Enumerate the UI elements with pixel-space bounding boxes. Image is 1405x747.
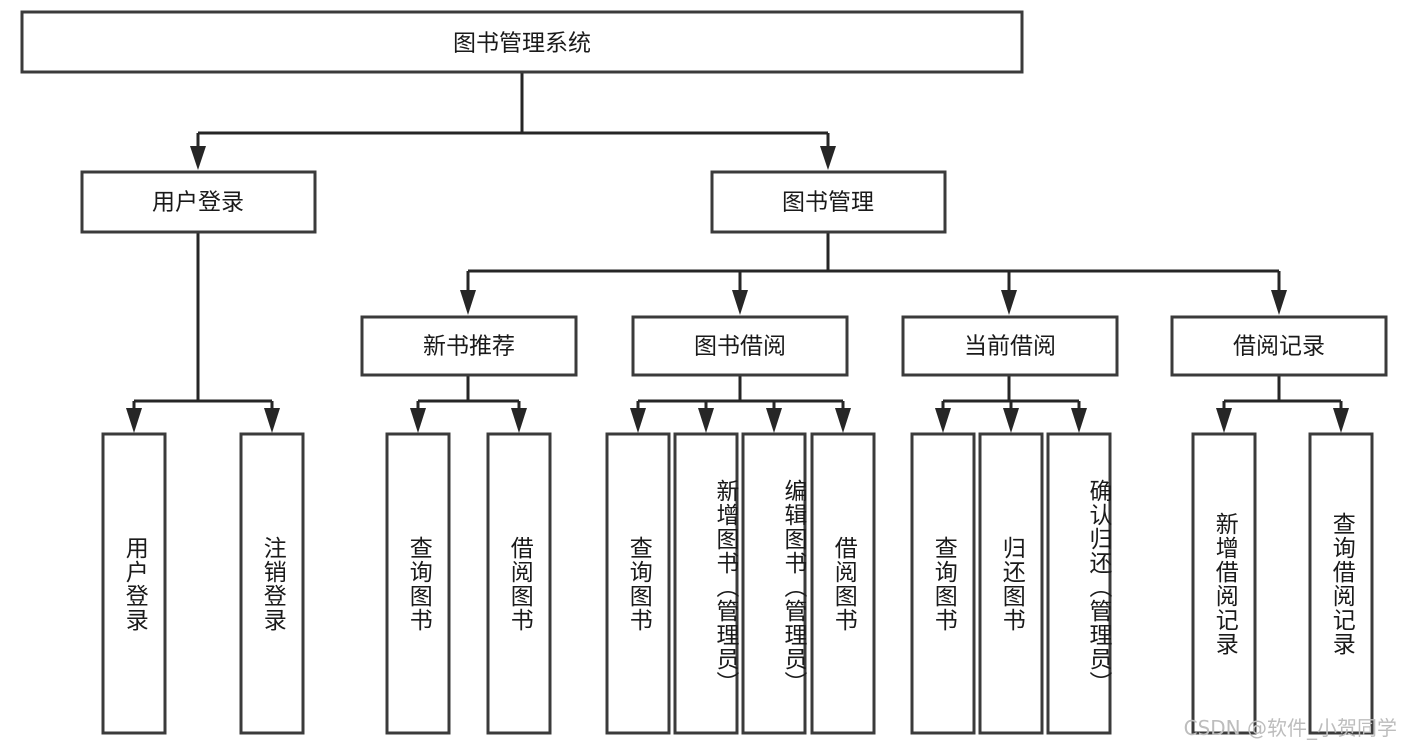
node-leaf-query-record-box[interactable]	[1308, 432, 1374, 735]
node-root[interactable]: 图书管理系统	[20, 10, 1024, 74]
arrow-to-leaf-user-login	[126, 408, 142, 433]
node-leaf-add-record-box[interactable]	[1191, 432, 1257, 735]
node-user-login-label: 用户登录	[152, 190, 244, 216]
arrow-to-leaf-query-record	[1333, 408, 1349, 433]
arrow-to-leaf-borrow-book-1	[511, 408, 527, 433]
arrow-to-book-management	[820, 146, 836, 170]
node-borrow-record-box[interactable]	[1170, 315, 1388, 377]
node-book-management-label: 图书管理	[782, 190, 874, 216]
arrow-to-leaf-query-book-1	[410, 408, 426, 433]
node-user-login-box[interactable]	[80, 170, 317, 234]
node-book-borrow-label: 图书借阅	[694, 334, 786, 360]
node-book-borrow[interactable]: 图书借阅	[631, 315, 849, 377]
arrow-to-user-login	[190, 146, 206, 170]
connector-group	[126, 72, 1349, 433]
arrow-to-leaf-logout	[264, 408, 280, 433]
node-leaf-confirm-return-box[interactable]	[1046, 432, 1112, 735]
node-leaf-borrow-book-1-box[interactable]	[486, 432, 552, 735]
node-leaf-user-login-box[interactable]	[101, 432, 167, 735]
node-user-login[interactable]: 用户登录	[80, 170, 317, 234]
node-book-borrow-box[interactable]	[631, 315, 849, 377]
arrow-to-leaf-borrow-book-2	[835, 408, 851, 433]
arrow-to-borrow-record	[1271, 290, 1287, 315]
node-book-management[interactable]: 图书管理	[710, 170, 947, 234]
node-leaf-return-book-box[interactable]	[978, 432, 1044, 735]
node-root-box[interactable]	[20, 10, 1024, 74]
node-new-book-recommend-box[interactable]	[360, 315, 578, 377]
arrow-to-leaf-add-book	[698, 408, 714, 433]
node-borrow-record-label: 借阅记录	[1233, 334, 1325, 360]
node-leaf-add-book-box[interactable]	[673, 432, 739, 735]
arrow-to-current-borrow	[1001, 290, 1017, 315]
node-leaf-query-book-3-box[interactable]	[910, 432, 976, 735]
node-current-borrow-label: 当前借阅	[964, 334, 1056, 360]
node-new-book-recommend[interactable]: 新书推荐	[360, 315, 578, 377]
arrow-to-leaf-query-book-3	[935, 408, 951, 433]
node-leaf-edit-book-box[interactable]	[741, 432, 807, 735]
node-current-borrow-box[interactable]	[901, 315, 1119, 377]
arrow-to-leaf-confirm-return	[1071, 408, 1087, 433]
node-leaf-query-book-1-box[interactable]	[385, 432, 451, 735]
arrow-to-leaf-add-record	[1216, 408, 1232, 433]
arrow-to-leaf-return-book	[1003, 408, 1019, 433]
node-borrow-record[interactable]: 借阅记录	[1170, 315, 1388, 377]
node-leaf-query-book-2-box[interactable]	[605, 432, 671, 735]
arrow-to-leaf-edit-book	[766, 408, 782, 433]
arrow-to-leaf-query-book-2	[630, 408, 646, 433]
node-new-book-recommend-label: 新书推荐	[423, 334, 515, 360]
arrow-to-book-borrow	[732, 290, 748, 315]
arrow-to-new-book-recommend	[460, 290, 476, 315]
node-root-label: 图书管理系统	[453, 31, 591, 57]
node-book-management-box[interactable]	[710, 170, 947, 234]
node-leaf-logout-box[interactable]	[239, 432, 305, 735]
node-leaf-borrow-book-2-box[interactable]	[810, 432, 876, 735]
node-current-borrow[interactable]: 当前借阅	[901, 315, 1119, 377]
